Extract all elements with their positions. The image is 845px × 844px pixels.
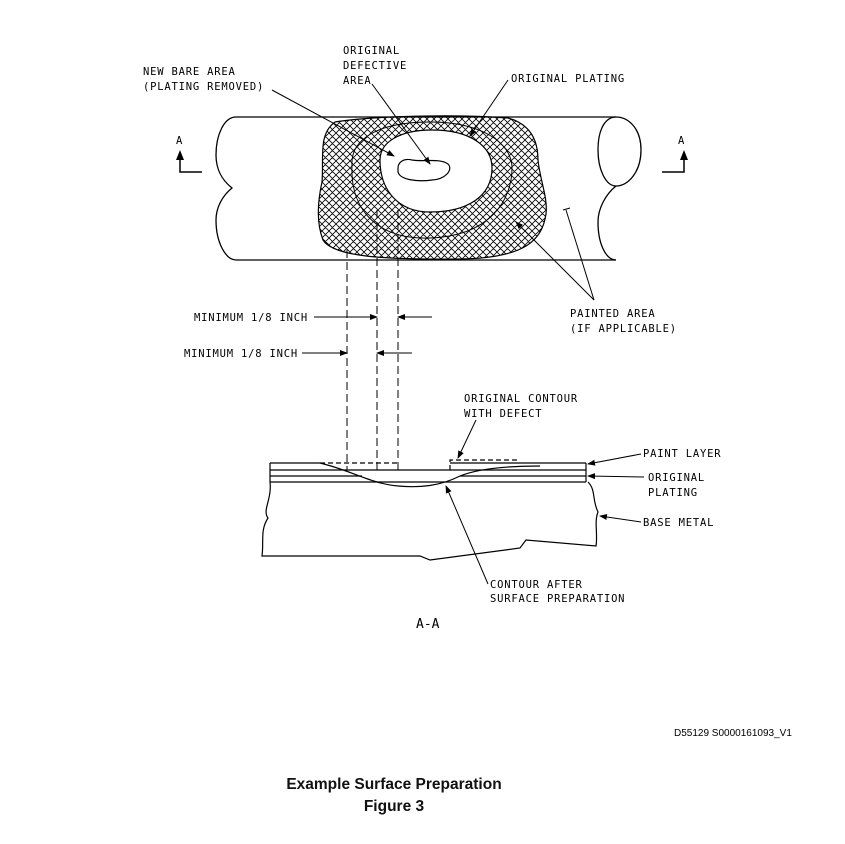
section-mark-right: A <box>678 135 685 147</box>
dimension-arrows <box>302 314 432 356</box>
section-mark-left: A <box>176 135 183 147</box>
label-original-contour-line2: WITH DEFECT <box>464 408 542 420</box>
label-contour-after-line1: CONTOUR AFTER <box>490 579 583 591</box>
label-minimum-1: MINIMUM 1/8 INCH <box>194 312 308 324</box>
section-arrow-left: A <box>176 135 202 173</box>
caption-title: Example Surface Preparation <box>286 776 502 793</box>
label-original-defective-line3: AREA <box>343 75 372 87</box>
label-original-contour-line1: ORIGINAL CONTOUR <box>464 393 578 405</box>
label-original-plating-line2: PLATING <box>648 487 698 499</box>
section-arrow-right: A <box>662 135 688 173</box>
section-view-label: A-A <box>416 617 440 632</box>
label-original-defective-line2: DEFECTIVE <box>343 60 407 72</box>
label-painted-area-line2: (IF APPLICABLE) <box>570 323 677 335</box>
label-original-defective-line1: ORIGINAL <box>343 45 400 57</box>
label-original-plating: ORIGINAL PLATING <box>511 73 625 85</box>
defective-area <box>397 158 451 182</box>
leader-lines-section <box>445 419 645 585</box>
label-base-metal: BASE METAL <box>643 517 714 529</box>
label-new-bare-area-line2: (PLATING REMOVED) <box>143 81 264 93</box>
caption-figure-number: Figure 3 <box>363 798 425 815</box>
label-new-bare-area-line1: NEW BARE AREA <box>143 66 236 78</box>
label-painted-area-line1: PAINTED AREA <box>570 308 655 320</box>
label-original-plating-line1: ORIGINAL <box>648 472 705 484</box>
reference-id: D55129 S0000161093_V1 <box>674 728 792 739</box>
dimension-projections <box>346 210 399 470</box>
label-minimum-2: MINIMUM 1/8 INCH <box>184 348 298 360</box>
label-contour-after-line2: SURFACE PREPARATION <box>490 593 625 605</box>
label-paint-layer: PAINT LAYER <box>643 448 721 460</box>
section-view <box>261 459 599 561</box>
leader-lines-top <box>271 79 595 301</box>
